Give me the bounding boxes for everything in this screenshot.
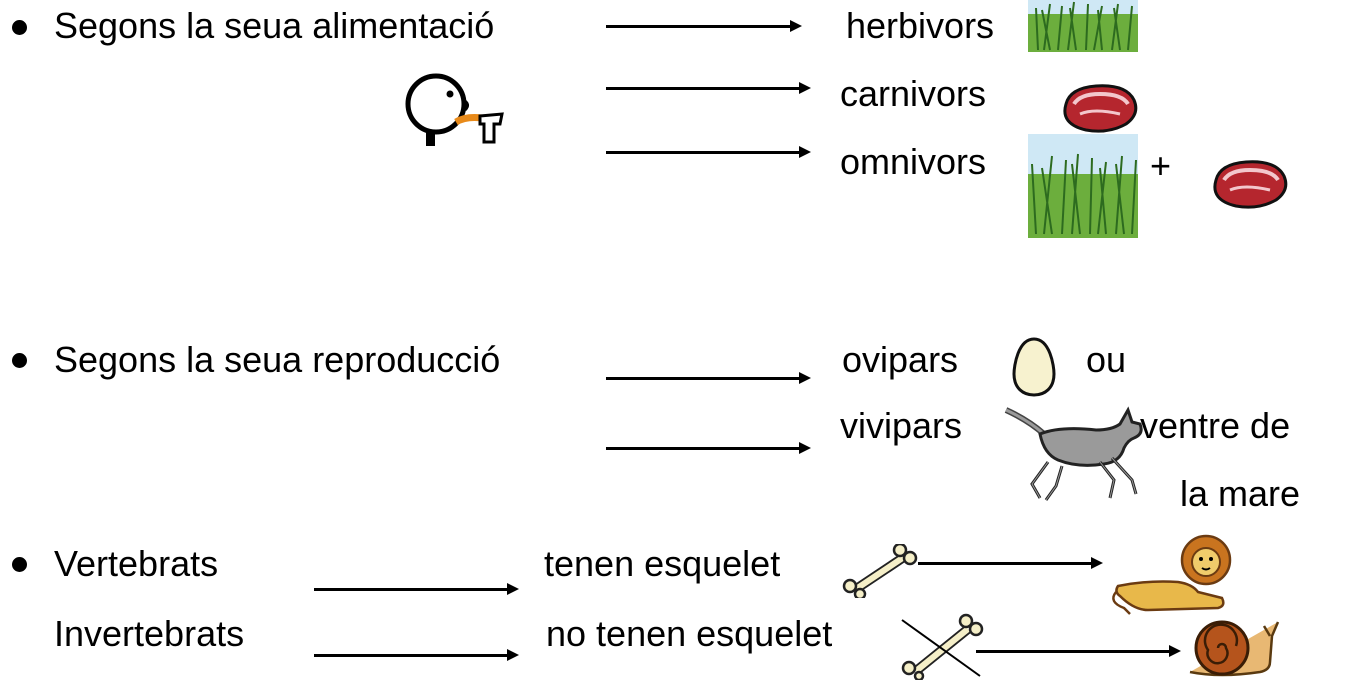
grass-icon <box>1028 134 1138 238</box>
label-womb-line1: ventre de <box>1140 405 1291 446</box>
label-herbivores: herbivors <box>846 5 995 46</box>
grass-icon <box>1028 0 1138 52</box>
lion-icon <box>1112 534 1232 615</box>
crossed-bone-icon <box>901 613 984 680</box>
meat-icon <box>1213 160 1288 209</box>
label-or: ou <box>1086 339 1127 380</box>
bullet-food <box>12 20 27 35</box>
eating-person-icon <box>405 73 504 146</box>
label-omnivores: omnivors <box>840 141 987 182</box>
label-plus: + <box>1150 145 1172 186</box>
arrow-oviparous <box>606 372 811 384</box>
label-viviparous: vivipars <box>840 405 963 446</box>
label-has-skeleton: tenen esquelet <box>544 543 781 584</box>
snail-icon <box>1189 620 1280 677</box>
arrow-no-skeleton <box>976 645 1181 657</box>
label-no-skeleton: no tenen esquelet <box>546 613 833 654</box>
bullet-reproduction <box>12 353 27 368</box>
label-womb-line2: la mare <box>1180 473 1301 514</box>
arrow-omnivores <box>606 146 811 158</box>
heading-food: Segons la seua alimentació <box>54 5 495 46</box>
arrow-vertebrates <box>314 583 519 595</box>
meat-icon <box>1063 84 1138 133</box>
bullet-skeleton <box>12 557 27 572</box>
arrow-has-skeleton <box>918 557 1103 569</box>
arrow-viviparous <box>606 442 811 454</box>
arrow-herbivores <box>606 20 802 32</box>
arrow-invertebrates <box>314 649 519 661</box>
heading-reproduction: Segons la seua reproducció <box>54 339 501 380</box>
cat-icon <box>1004 406 1143 501</box>
label-carnivores: carnivors <box>840 73 987 114</box>
arrow-carnivores <box>606 82 811 94</box>
label-invertebrates: Invertebrats <box>54 613 245 654</box>
label-oviparous: ovipars <box>842 339 959 380</box>
label-vertebrates: Vertebrats <box>54 543 219 584</box>
egg-icon <box>1012 337 1056 397</box>
bone-icon <box>842 544 918 598</box>
